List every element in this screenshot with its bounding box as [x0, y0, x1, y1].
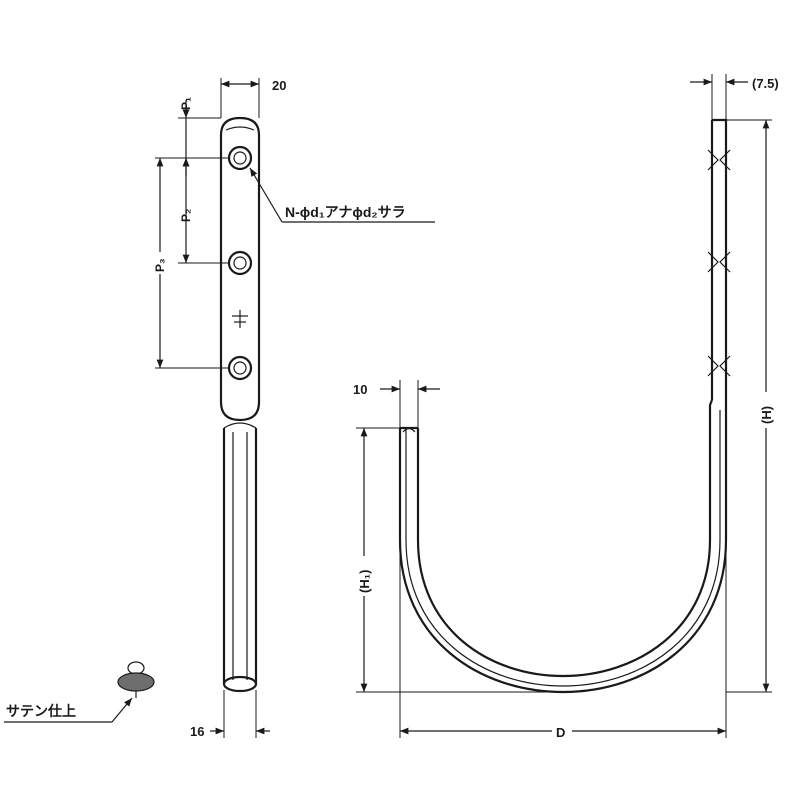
rod-dia-label: 10 — [353, 382, 367, 397]
mounting-plate — [219, 116, 261, 422]
depth-label: D — [556, 725, 565, 740]
height-label: (H) — [759, 406, 774, 424]
screw-hole-2 — [227, 250, 253, 276]
inner-height-label: (H₁) — [357, 570, 372, 593]
countersink-marks — [707, 149, 731, 377]
width-bottom-label: 16 — [190, 724, 204, 739]
hook-body — [398, 400, 728, 694]
center-mark — [232, 310, 248, 328]
front-view: 20 16 P₁ P₂ P₃ N-ϕd₁アナϕd₂サラ — [4, 78, 435, 739]
finish-symbol — [117, 661, 155, 698]
profile-view: (7.5) 10 (H) (H₁) D — [353, 74, 779, 740]
finish-label: サテン仕上 — [6, 703, 76, 719]
pitch-1-label: P₁ — [179, 97, 193, 110]
plate-thickness-label: (7.5) — [752, 76, 779, 91]
hole-spec-label: N-ϕd₁アナϕd₂サラ — [285, 204, 406, 220]
rod-end — [222, 675, 258, 693]
screw-hole-1 — [227, 145, 253, 171]
screw-hole-3 — [227, 355, 253, 381]
pitch-3-label: P₃ — [153, 258, 167, 272]
pitch-2-label: P₂ — [179, 209, 193, 222]
width-top-label: 20 — [272, 78, 286, 93]
hook-rod — [222, 428, 258, 684]
hook-plate-profile — [712, 118, 728, 400]
